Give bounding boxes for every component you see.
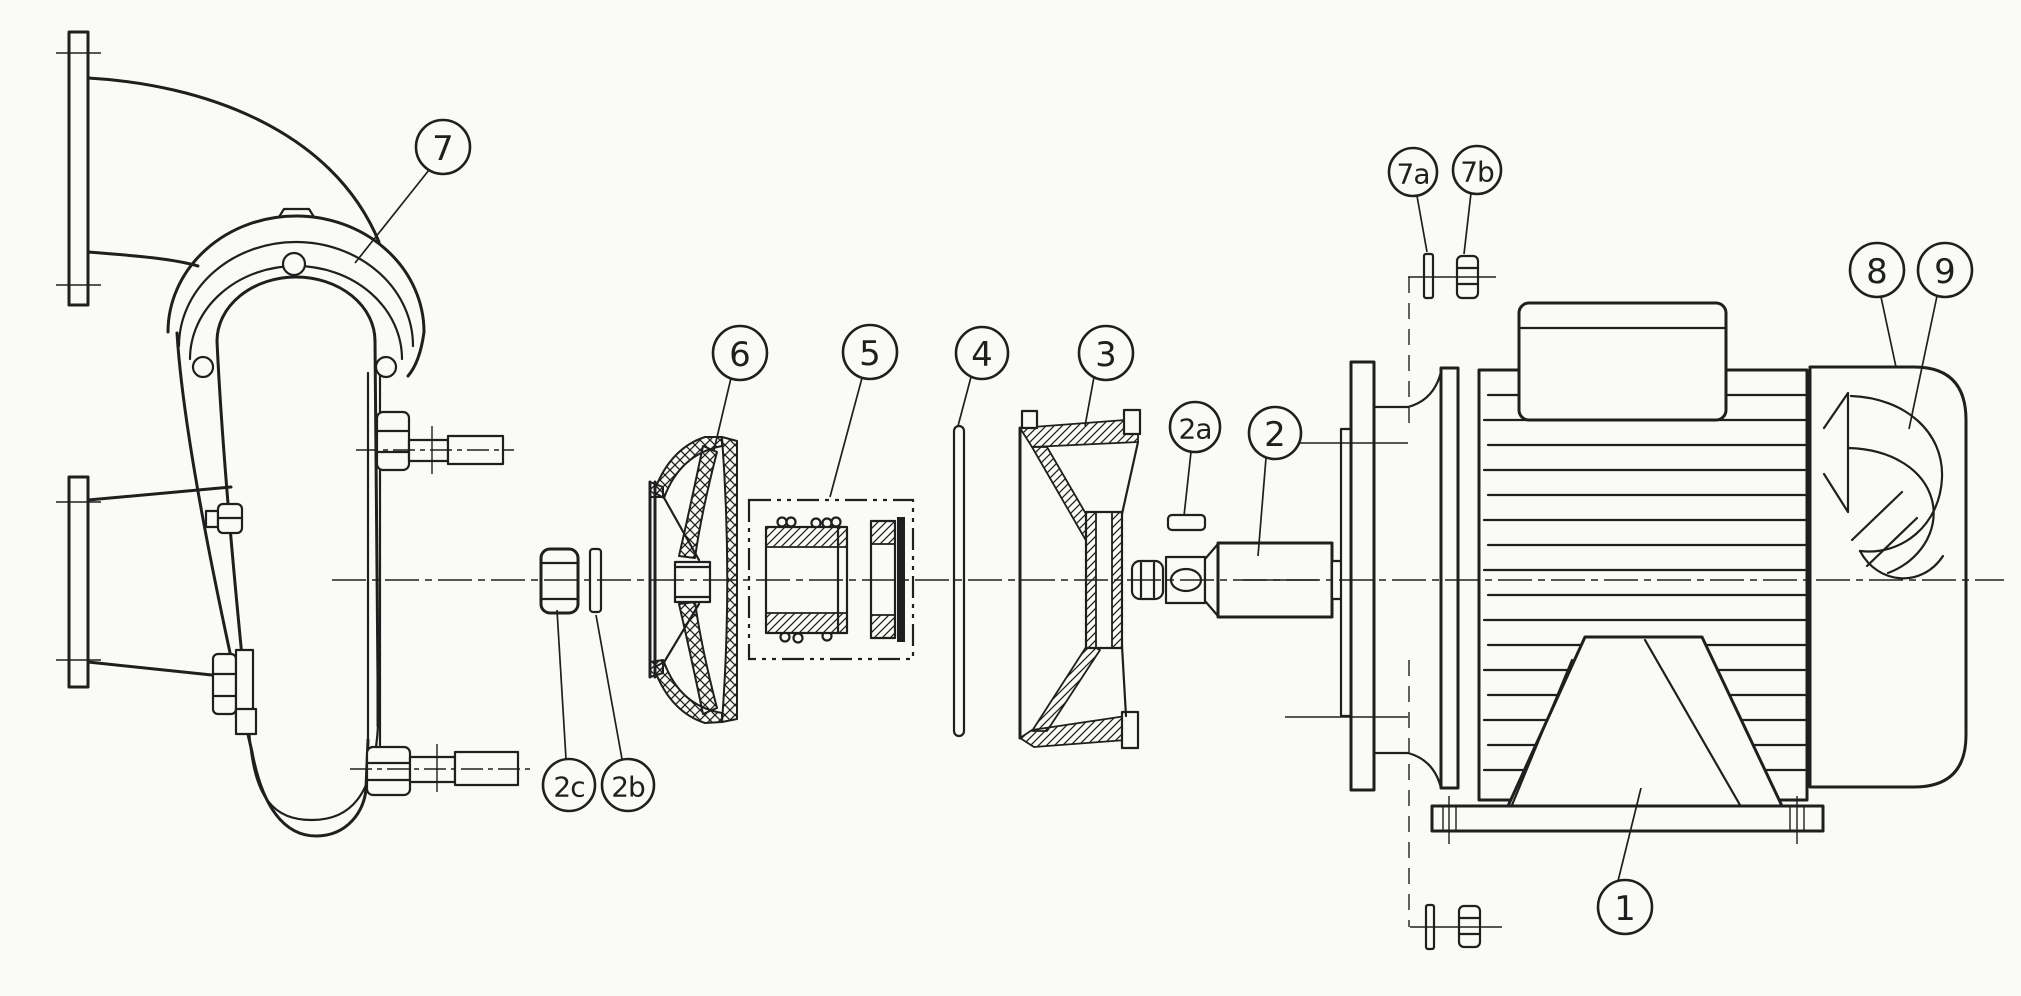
impeller-hub	[673, 560, 712, 604]
callout-9: 9	[1908, 241, 1974, 430]
callout-label: 3	[1095, 335, 1117, 375]
discharge-flange	[67, 30, 90, 307]
callout-label: 1	[1614, 889, 1636, 929]
motor-flange-adapter	[1339, 360, 1460, 792]
part-3-casing-cover	[1018, 408, 1142, 750]
impeller-vane-lines	[661, 494, 701, 666]
part-6-impeller	[648, 436, 738, 724]
flange-bolt-hole	[281, 251, 307, 277]
part-8-fan-cover	[1808, 365, 1968, 789]
callout-label: 8	[1866, 252, 1888, 292]
callout-label: 2b	[611, 771, 645, 804]
callout-label: 7b	[1460, 156, 1494, 189]
flange-bolt-hole	[191, 355, 215, 379]
callout-5: 5	[829, 323, 899, 498]
part-4-gasket	[952, 424, 966, 738]
part-7-pump-casing	[67, 30, 520, 838]
callout-8: 8	[1848, 241, 1906, 368]
callout-label: 9	[1934, 252, 1956, 292]
callout-1: 1	[1596, 787, 1654, 936]
terminal-box	[1517, 301, 1728, 422]
callout-label: 2a	[1179, 413, 1212, 446]
callout-6: 6	[711, 324, 769, 451]
casing-drain-plug	[211, 648, 258, 736]
centerlines	[56, 52, 2004, 928]
flange-bolt-hole	[374, 355, 398, 379]
part-2c-impeller-nut	[539, 547, 580, 615]
part-7a-washer	[1422, 252, 1436, 951]
casing-plug-small	[204, 502, 244, 535]
callout-2b: 2b	[595, 614, 656, 813]
callout-7: 7	[354, 118, 472, 264]
part-7b-nut	[1455, 254, 1482, 949]
callout-2: 2	[1247, 405, 1303, 557]
callout-label: 7a	[1397, 158, 1430, 191]
callout-label: 4	[971, 335, 993, 375]
part-1-motor	[1430, 301, 1968, 833]
casing-stud-lower	[365, 745, 520, 797]
casing-stud-upper	[375, 410, 505, 472]
casing-body-outline	[175, 331, 370, 838]
callout-4: 4	[954, 325, 1010, 427]
callout-label: 2	[1264, 415, 1286, 455]
callout-2c: 2c	[541, 609, 597, 813]
motor-base-plate	[1430, 804, 1825, 833]
part-2a-key	[1166, 513, 1207, 532]
suction-flange	[67, 475, 90, 689]
callout-2a: 2a	[1168, 400, 1222, 517]
part-9-fan	[1822, 391, 1945, 580]
motor-mounting-flange	[1349, 360, 1376, 792]
callout-label: 5	[859, 334, 881, 374]
callout-label: 6	[729, 335, 751, 375]
callout-7a: 7a	[1387, 146, 1439, 253]
callout-label: 7	[432, 129, 454, 169]
callout-label: 2c	[553, 771, 584, 804]
callout-7b: 7b	[1451, 144, 1503, 255]
callouts: 7 7a 7b 8 9 6 5	[354, 118, 1974, 936]
callout-3: 3	[1077, 324, 1135, 427]
motor-body	[1477, 368, 1809, 802]
